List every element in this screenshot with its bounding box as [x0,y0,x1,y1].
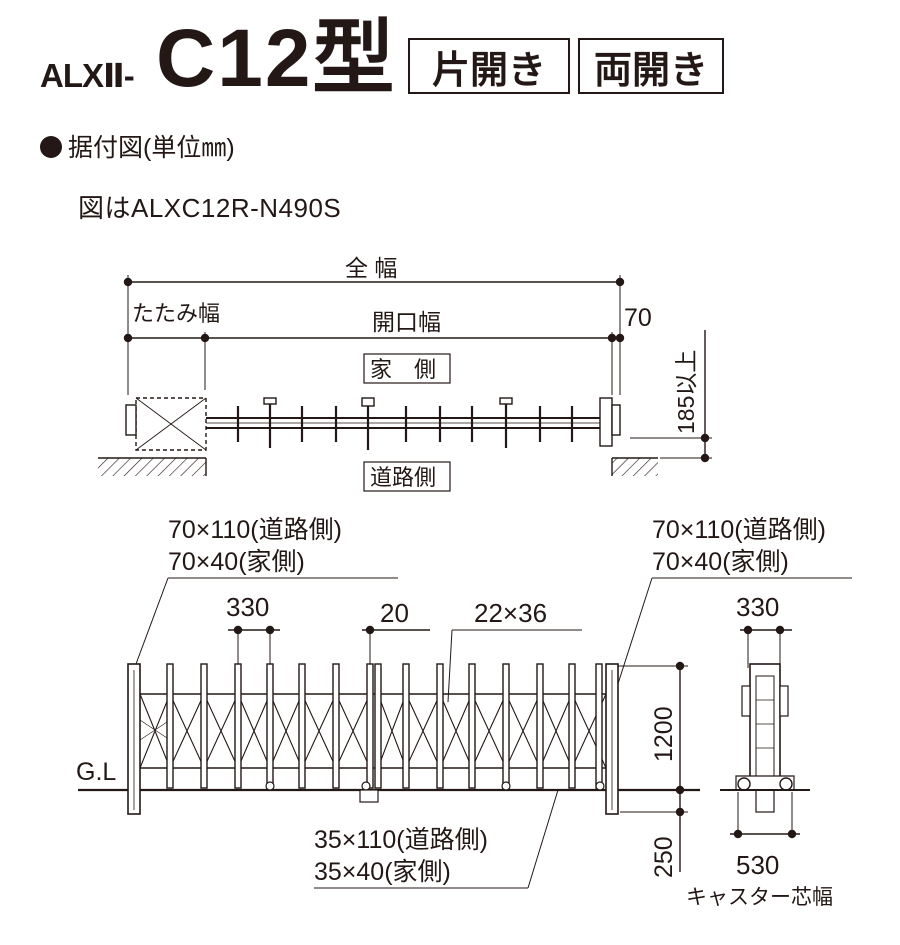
picket-pitch-330: 330 [226,592,269,622]
overall-width-label: 全 幅 [345,255,397,281]
section-title: 据付図(単位㎜) [68,134,235,162]
caster-width-label: キャスター芯幅 [686,886,833,909]
elevation-view [78,577,852,889]
height-1200: 1200 [650,706,678,762]
house-side-label: 家 側 [370,357,436,382]
bar-size-label: 22×36 [474,598,547,628]
right-post-house-side: 70×40(家側) [652,548,789,576]
bullet-icon [40,136,62,158]
model-prefix: ALXⅡ- [40,57,135,94]
left-post-road-side: 70×110(道路側) [168,516,342,544]
figure-note: 図はALXC12R-N490S [78,193,342,223]
folded-width-label: たたみ幅 [132,301,220,326]
left-post-house-side: 70×40(家側) [168,548,305,576]
plan-view [98,275,712,492]
ground-line-label: G.L [76,758,116,786]
road-side-label: 道路側 [370,465,436,490]
right-post-road-side: 70×110(道路側) [652,516,826,544]
gap-20: 20 [380,598,409,628]
side-view [720,625,810,839]
side-pitch-330: 330 [736,592,779,622]
section-heading: 据付図(単位㎜) [40,128,235,164]
badge-double-swing: 両開き [578,38,724,94]
caster-width-530: 530 [736,850,779,880]
depth-250: 250 [650,836,678,878]
opening-width-label: 開口幅 [372,309,441,335]
badge-single-swing: 片開き [408,38,570,94]
foundation-house-side: 35×40(家側) [314,858,451,886]
clearance-label: 185以上 [673,350,699,434]
model-title: C12型 [156,13,397,104]
foundation-road-side: 35×110(道路側) [314,826,488,854]
post-offset-70: 70 [624,304,652,332]
